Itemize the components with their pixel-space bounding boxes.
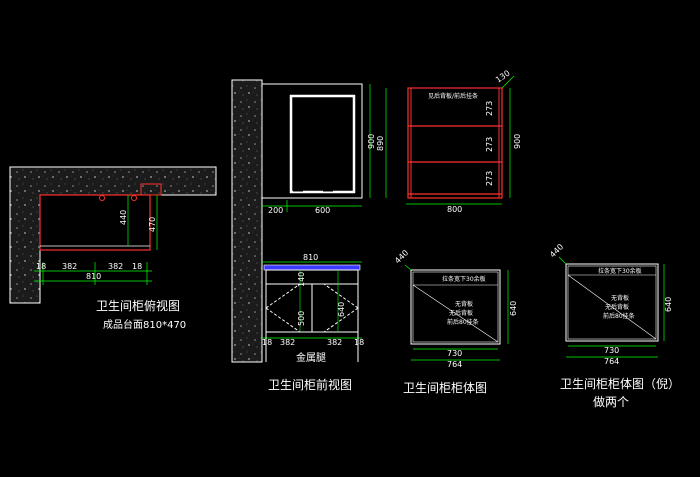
cab1-note-2: 无后背板: [449, 309, 473, 317]
shelf-dim-row1: 273: [485, 101, 494, 116]
plan-countertop: [39, 194, 151, 251]
door-right-diagonal: [323, 283, 359, 309]
mirror-glass: [289, 94, 356, 194]
plan-dim-left: 18: [36, 262, 46, 271]
plan-dim-seg-a: 382: [62, 262, 77, 271]
front-dim-640: 640: [337, 302, 346, 317]
shelf-dim-row3: 273: [485, 171, 494, 186]
front-dim-140: 140: [297, 272, 306, 287]
cab1-title: 卫生间柜柜体图: [403, 381, 487, 395]
shelf-dim-row2: 273: [485, 137, 494, 152]
plan-dim-total: 810: [86, 272, 101, 281]
shelf-dim-800: 800: [447, 205, 462, 214]
front-dim-seg-a: 382: [280, 338, 295, 347]
countertop: [263, 264, 361, 271]
shelf-top-note: 见后背板/前后挂条: [428, 92, 478, 100]
front-view: 900 200 600 810 140 500 640 18 382 382 1…: [231, 79, 376, 392]
front-leg-label: 金属腿: [296, 351, 326, 364]
cab1-note-3: 前后80挂条: [447, 318, 479, 326]
drawer: [265, 269, 359, 285]
front-dim-810: 810: [303, 253, 318, 262]
cab1-dim-640: 640: [509, 301, 518, 316]
plan-sink-marker: [140, 183, 162, 196]
door-left-diagonal: [265, 283, 301, 309]
cab2-top-strip: 拉条宽下30余板: [598, 267, 642, 275]
cabinet-body-2: 440 拉条宽下30余板 无背板 无后背板 前后80挂条 640 730 764…: [548, 242, 680, 409]
cab1-dim-730: 730: [447, 349, 462, 358]
plan-dim-seg-b: 382: [108, 262, 123, 271]
plan-dim-right: 18: [132, 262, 142, 271]
cab2-note-1: 无背板: [611, 294, 629, 302]
cab2-dim-764: 764: [604, 357, 619, 366]
plan-wall: [9, 166, 217, 304]
cabinet-body-1: 440 拉条宽下30余板 无背板 无后背板 前后80挂条 640 730 764…: [393, 248, 518, 395]
cab2-note-3: 前后80挂条: [603, 312, 635, 320]
cab2-dim-440: 440: [548, 242, 565, 259]
plan-view: 440 470 18 382 382 18 810 卫生间柜俯视图 成品台面81…: [9, 166, 217, 331]
shelf-dim-900: 900: [513, 134, 522, 149]
plan-title: 卫生间柜俯视图: [96, 298, 180, 313]
plan-dim-440: 440: [119, 210, 128, 225]
front-dim-left: 18: [262, 338, 272, 347]
front-dim-600: 600: [315, 206, 330, 215]
cab2-title-line2: 做两个: [593, 394, 629, 409]
front-title: 卫生间柜前视图: [268, 377, 352, 392]
cab1-top-strip: 拉条宽下30余板: [442, 275, 486, 283]
cab2-dim-640: 640: [664, 297, 673, 312]
cab2-frame: [565, 263, 659, 342]
front-dim-seg-b: 382: [327, 338, 342, 347]
cab1-note-1: 无背板: [455, 300, 473, 308]
front-wall: [231, 79, 263, 363]
cab1-dim-440: 440: [393, 248, 410, 265]
plan-subtitle: 成品台面810*470: [103, 318, 186, 331]
shelf-elevation: 见后背板/前后挂条 130 890 900 273 273 273 800: [376, 69, 522, 214]
front-dim-900: 900: [367, 134, 376, 149]
shelf-frame: [407, 87, 503, 199]
cab1-dim-764: 764: [447, 360, 462, 369]
cab1-frame: [410, 269, 501, 345]
shelf-dim-890: 890: [376, 136, 385, 151]
front-dim-500: 500: [297, 311, 306, 326]
front-dim-200: 200: [268, 206, 283, 215]
cab2-title-line1: 卫生间柜柜体图（倪）: [560, 377, 680, 391]
mirror-frame: [261, 83, 363, 199]
plan-dim-470: 470: [148, 217, 157, 232]
cab2-note-2: 无后背板: [605, 303, 629, 311]
front-dim-right: 18: [354, 338, 364, 347]
shelf-dim-130: 130: [494, 69, 512, 85]
cab2-dim-730: 730: [604, 346, 619, 355]
